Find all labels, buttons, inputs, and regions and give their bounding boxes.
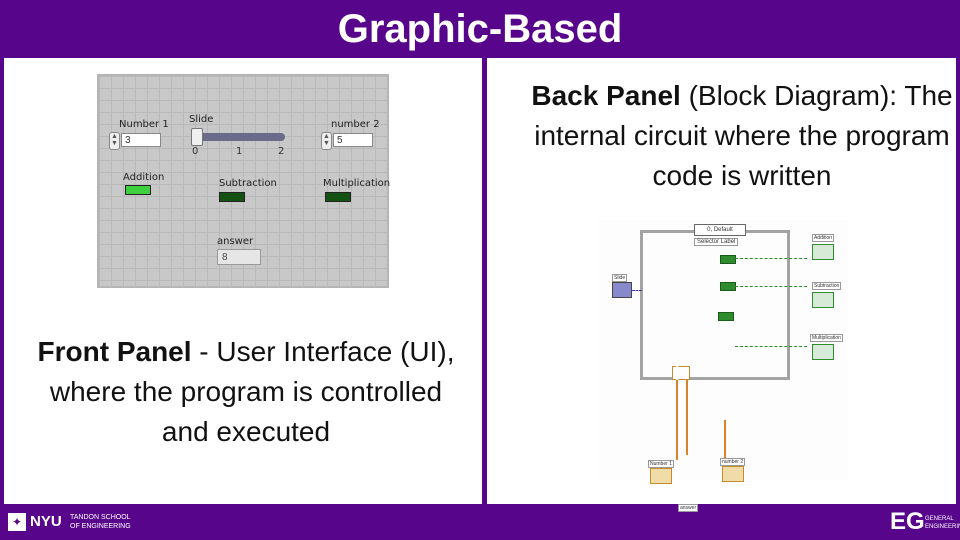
selector-label: Selector Label bbox=[694, 238, 739, 246]
false-constant-1 bbox=[720, 282, 736, 291]
wire-slide bbox=[632, 290, 642, 291]
back-panel-caption-bold: Back Panel bbox=[531, 80, 681, 111]
slide-tick-2: 2 bbox=[278, 146, 285, 157]
slide-terminal bbox=[612, 282, 632, 298]
eg-sub-1: GENERAL bbox=[925, 516, 954, 522]
eg-sub-2: ENGINEERING bbox=[925, 524, 960, 530]
slide-tick-1: 1 bbox=[236, 146, 243, 157]
slide-title: Graphic-Based bbox=[337, 7, 623, 51]
wire-subtraction bbox=[735, 286, 807, 287]
eg-logo: EG bbox=[890, 508, 925, 535]
number2-spinner[interactable]: ▲▼ bbox=[321, 132, 332, 150]
subtraction-led bbox=[219, 192, 245, 202]
slide-tick-0: 0 bbox=[192, 146, 199, 157]
case-structure bbox=[640, 230, 790, 380]
footer-bar: ✦ NYU TANDON SCHOOL OF ENGINEERING EG GE… bbox=[0, 504, 960, 540]
addition-label: Addition bbox=[123, 172, 165, 183]
wire-orange-1 bbox=[676, 380, 678, 460]
wire-addition bbox=[735, 258, 807, 259]
number1-term-label: Number 1 bbox=[648, 460, 674, 468]
front-panel-caption: Front Panel - User Interface (UI), where… bbox=[36, 332, 456, 452]
multiplication-label: Multiplication bbox=[323, 178, 391, 189]
wire-orange-2 bbox=[686, 380, 688, 455]
addition-term-label: Addition bbox=[812, 234, 835, 242]
front-panel-caption-rest: - User Interface (UI), where the program… bbox=[49, 336, 455, 447]
front-panel-caption-bold: Front Panel bbox=[37, 336, 192, 367]
panel-divider bbox=[482, 58, 487, 504]
multiplication-led bbox=[325, 192, 351, 202]
tandon-text: TANDON SCHOOL OF ENGINEERING bbox=[70, 514, 131, 530]
slide-content: Number 1 ▲▼ 3 Slide 0 1 2 number 2 ▲▼ 5 … bbox=[4, 58, 956, 512]
back-panel-caption-rest: (Block Diagram): The internal circuit wh… bbox=[534, 80, 953, 191]
true-constant-1 bbox=[720, 255, 736, 264]
answer-indicator: 8 bbox=[217, 249, 261, 265]
false-constant-2 bbox=[718, 312, 734, 321]
front-panel-screenshot: Number 1 ▲▼ 3 Slide 0 1 2 number 2 ▲▼ 5 … bbox=[97, 74, 391, 288]
multiplication-terminal bbox=[812, 344, 834, 360]
block-diagram-screenshot: 0, Default Selector Label Addition Subtr… bbox=[598, 220, 848, 512]
addition-led bbox=[125, 185, 151, 195]
nyu-logo-text: NYU bbox=[30, 513, 62, 530]
slide-label: Slide bbox=[189, 114, 214, 125]
eg-subtitle: GENERAL ENGINEERING bbox=[925, 515, 960, 531]
wire-multiplication bbox=[735, 346, 807, 347]
case-selector[interactable]: 0, Default bbox=[694, 224, 746, 236]
subtraction-terminal bbox=[812, 292, 834, 308]
subtraction-label: Subtraction bbox=[219, 178, 277, 189]
number2-terminal bbox=[722, 466, 744, 482]
slide-term-label: Slide bbox=[612, 274, 628, 282]
number1-label: Number 1 bbox=[119, 119, 169, 130]
slide-thumb[interactable] bbox=[191, 128, 203, 146]
nyu-torch-icon: ✦ bbox=[8, 513, 26, 531]
number2-field[interactable]: 5 bbox=[333, 133, 373, 147]
number1-spinner[interactable]: ▲▼ bbox=[109, 132, 120, 150]
multiplication-term-label: Multiplication bbox=[810, 334, 843, 342]
answer-label: answer bbox=[217, 236, 254, 247]
back-panel-caption: Back Panel (Block Diagram): The internal… bbox=[522, 76, 960, 196]
addition-terminal bbox=[812, 244, 834, 260]
subtraction-term-label: Subtraction bbox=[812, 282, 842, 290]
add-node-icon bbox=[676, 365, 688, 381]
number2-term-label: number 2 bbox=[720, 458, 746, 466]
wire-orange-3 bbox=[724, 420, 726, 460]
slide-track[interactable] bbox=[195, 133, 285, 141]
answer-term-label: answer bbox=[678, 504, 699, 512]
number2-label: number 2 bbox=[331, 119, 380, 130]
number1-field[interactable]: 3 bbox=[121, 133, 161, 147]
number1-terminal bbox=[650, 468, 672, 484]
